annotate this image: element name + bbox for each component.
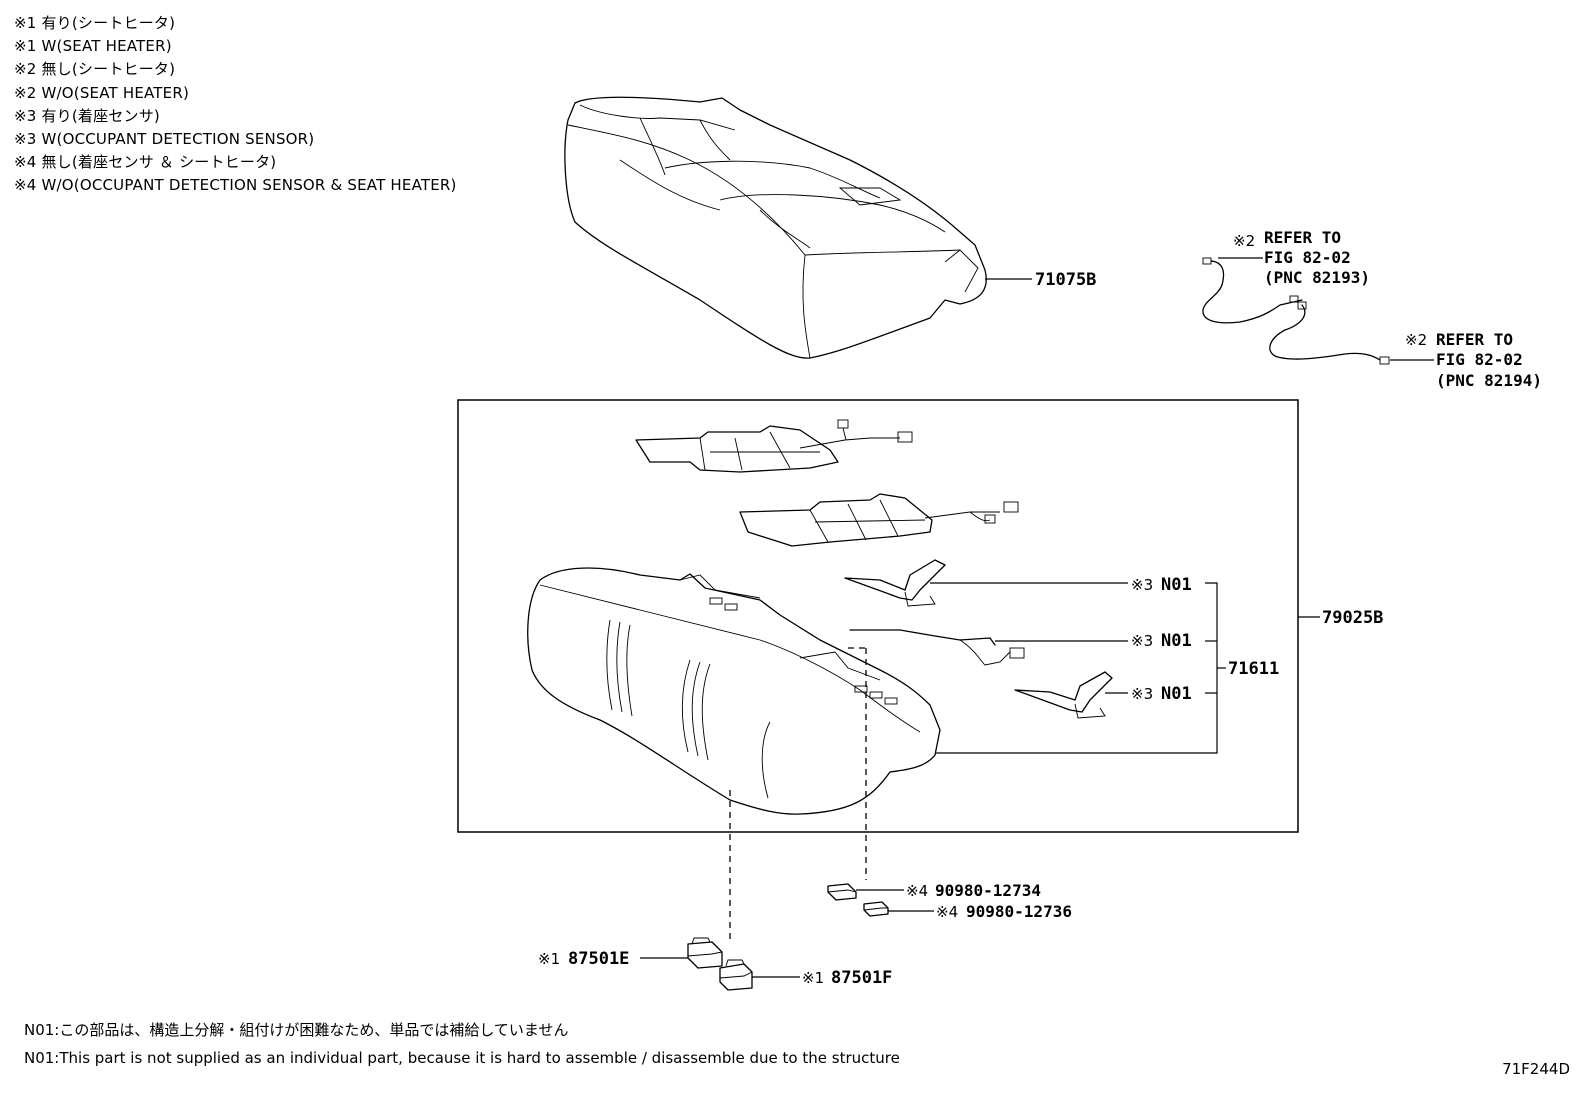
ref-1-line2: FIG 82-02 <box>1264 248 1351 267</box>
legend-line: ※2 W/O(SEAT HEATER) <box>14 83 190 102</box>
legend-line: ※4 無し(着座センサ ＆ シートヒータ) <box>14 153 277 172</box>
seat-pad-drawing <box>527 567 941 815</box>
legend-line: ※3 W(OCCUPANT DETECTION SENSOR) <box>14 130 315 149</box>
ref-1-line1: REFER TO <box>1264 228 1341 247</box>
mark-sensor-3: ※3 <box>1131 685 1153 703</box>
heater-part-2-drawing <box>719 959 753 991</box>
part-label-sensor-2: N01 <box>1161 631 1192 651</box>
legend-line: ※2 無し(シートヒータ) <box>14 60 176 79</box>
ref-1-line3: (PNC 82193) <box>1264 268 1370 287</box>
seat-cover-drawing <box>564 96 987 359</box>
part-label-heater-1: 87501E <box>568 949 629 969</box>
sensor-1-drawing <box>844 559 946 607</box>
part-label-cover: 71075B <box>1035 270 1096 290</box>
ref-2-line3: (PNC 82194) <box>1436 371 1542 390</box>
notes: N01:この部品は、構造上分解・組付けが困難なため、単品では補給していません N… <box>24 1016 900 1072</box>
note-japanese: N01:この部品は、構造上分解・組付けが困難なため、単品では補給していません <box>24 1021 569 1039</box>
part-label-heater-2: 87501F <box>831 968 892 988</box>
legend: ※1 有り(シートヒータ) ※1 W(SEAT HEATER) ※2 無し(シー… <box>14 12 457 198</box>
harness-drawing <box>1202 257 1390 365</box>
part-label-connector-2: 90980-12736 <box>966 902 1072 921</box>
ref-2-line1: REFER TO <box>1436 330 1513 349</box>
sensor-3-drawing <box>1014 671 1113 719</box>
heater-mat-lower <box>739 493 1019 547</box>
connector-1-drawing <box>827 883 857 901</box>
connector-2-drawing <box>863 901 889 917</box>
legend-line: ※3 有り(着座センサ) <box>14 106 160 125</box>
mark-ref-1: ※2 <box>1233 232 1255 250</box>
ref-2-line2: FIG 82-02 <box>1436 350 1523 369</box>
mark-sensor-1: ※3 <box>1131 576 1153 594</box>
sensor-2-drawing <box>849 629 1025 666</box>
mark-connector-1: ※4 <box>906 882 928 900</box>
part-label-assembly: 79025B <box>1322 608 1383 628</box>
part-label-connector-1: 90980-12734 <box>935 881 1041 900</box>
mark-heater-2: ※1 <box>802 969 824 987</box>
legend-line: ※1 W(SEAT HEATER) <box>14 37 172 56</box>
mark-heater-1: ※1 <box>538 950 560 968</box>
mark-connector-2: ※4 <box>936 903 958 921</box>
bracket-sensor-group <box>935 582 1218 754</box>
legend-line: ※4 W/O(OCCUPANT DETECTION SENSOR & SEAT … <box>14 176 457 195</box>
legend-line: ※1 有り(シートヒータ) <box>14 14 176 32</box>
part-label-sensor-3: N01 <box>1161 684 1192 704</box>
mark-ref-2: ※2 <box>1405 331 1427 349</box>
figure-id: 71F244D <box>1502 1060 1570 1078</box>
assembly-frame <box>457 399 1299 833</box>
part-label-sensor-group: 71611 <box>1228 659 1279 679</box>
heater-mat-upper <box>635 419 913 473</box>
note-english: N01:This part is not supplied as an indi… <box>24 1049 900 1067</box>
heater-part-1-drawing <box>687 937 723 969</box>
part-label-sensor-1: N01 <box>1161 575 1192 595</box>
mark-sensor-2: ※3 <box>1131 632 1153 650</box>
